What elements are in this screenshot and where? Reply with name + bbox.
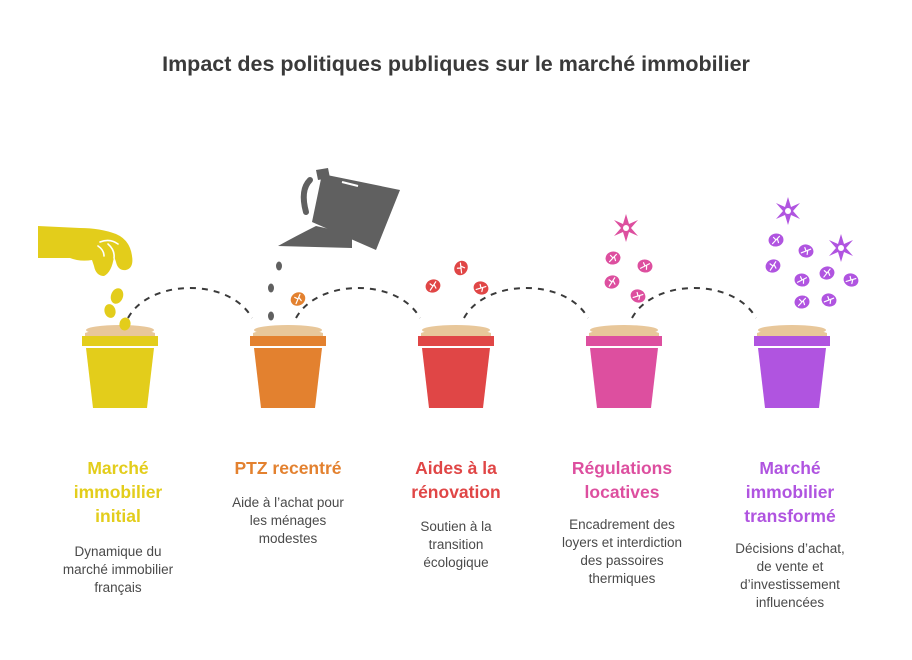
hand-icon xyxy=(38,226,133,276)
step-desc-renovation: Soutien à la transition écologique xyxy=(420,519,492,570)
pot-regulations-icon xyxy=(586,325,662,408)
pot-transformed-icon xyxy=(754,325,830,408)
bloom-icons xyxy=(763,197,861,311)
step-title-marche-initial: Marché immobilier initial xyxy=(73,458,163,526)
step-desc-ptz: Aide à l’achat pour les ménages modestes xyxy=(232,495,344,546)
pot-renovation-icon xyxy=(418,325,494,408)
page-title: Impact des politiques publiques sur le m… xyxy=(162,52,750,76)
step-title-regulations: Régulations locatives xyxy=(571,458,673,502)
step-title-marche-transforme: Marché immobilier transformé xyxy=(744,458,836,526)
seed-icons xyxy=(104,288,131,331)
step-title-renovation: Aides à la rénovation xyxy=(411,458,501,502)
flower-icons xyxy=(602,214,655,306)
pot-ptz-icon xyxy=(250,325,326,408)
step-desc-regulations: Encadrement des loyers et interdiction d… xyxy=(561,517,683,586)
water-drop-icons xyxy=(268,261,282,321)
watering-can-icon xyxy=(278,168,400,250)
pot-initial-icon xyxy=(82,325,158,408)
leaf-icons xyxy=(423,257,491,298)
step-desc-marche-initial: Dynamique du marché immobilier français xyxy=(62,544,174,595)
step-desc-marche-transforme: Décisions d’achat, de vente et d’investi… xyxy=(735,541,845,610)
dashed-connectors xyxy=(127,287,757,319)
step-title-ptz: PTZ recentré xyxy=(234,458,342,478)
